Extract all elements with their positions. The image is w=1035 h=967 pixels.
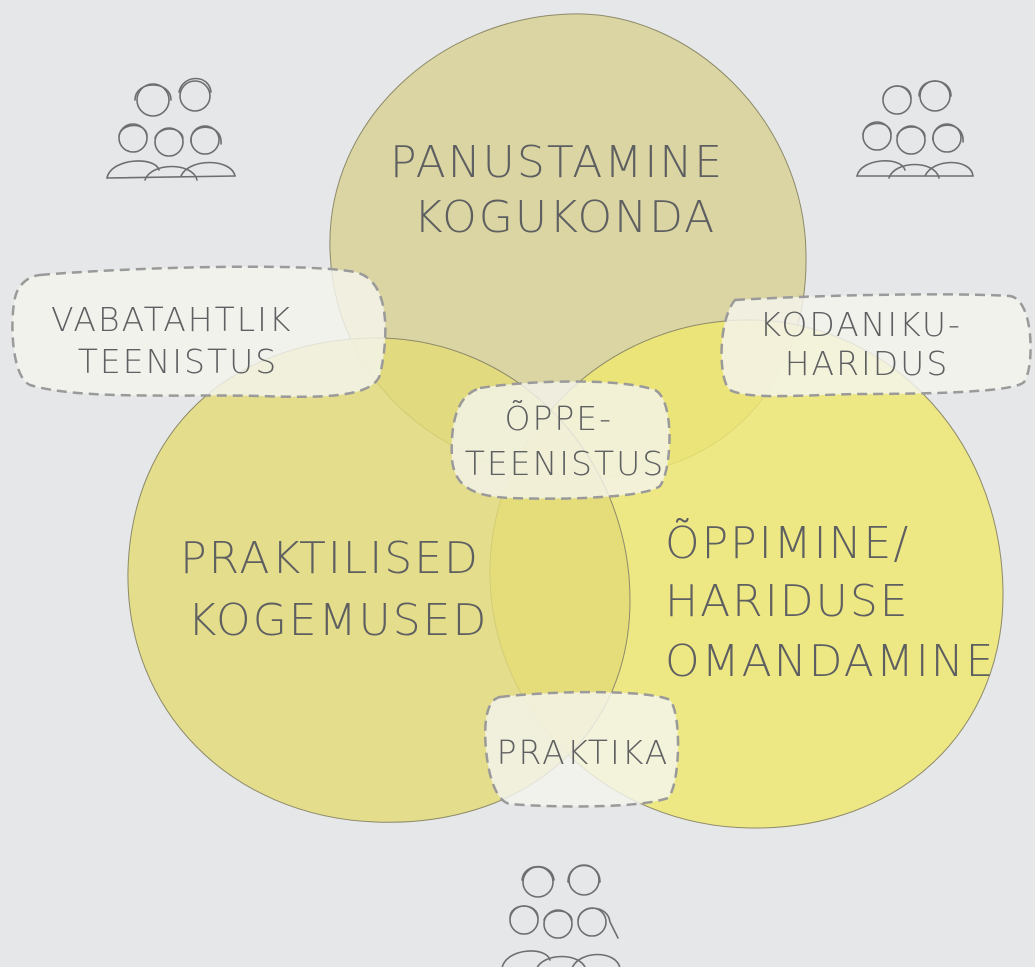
circle-label-praktilised: PRAKTILISED KOGEMUSED (180, 533, 496, 646)
circle-label-oppimine: ÕPPIMINE/ HARIDUSE OMANDAMINE (665, 517, 995, 687)
bubble-kodaniku: KODANIKU- HARIDUS (720, 293, 1032, 398)
circle-label-panustamine: PANUSTAMINE KOGUKONDA (390, 137, 740, 243)
people-group-icon (501, 864, 621, 967)
people-group-icon (856, 80, 974, 179)
bubble-oppe: ÕPPE- TEENISTUS (450, 380, 671, 500)
bubble-label-oppe: ÕPPE- TEENISTUS (465, 398, 665, 483)
people-group-icon (106, 77, 236, 181)
bubble-vabatahtlik: VABATAHTLIK TEENISTUS (11, 265, 387, 399)
bubble-label-vabatahtlik: VABATAHTLIK TEENISTUS (51, 300, 305, 381)
bubble-label-praktika: PRAKTIKA (497, 733, 670, 772)
bubble-praktika: PRAKTIKA (483, 690, 680, 808)
bubble-label-kodaniku: KODANIKU- HARIDUS (760, 305, 975, 383)
